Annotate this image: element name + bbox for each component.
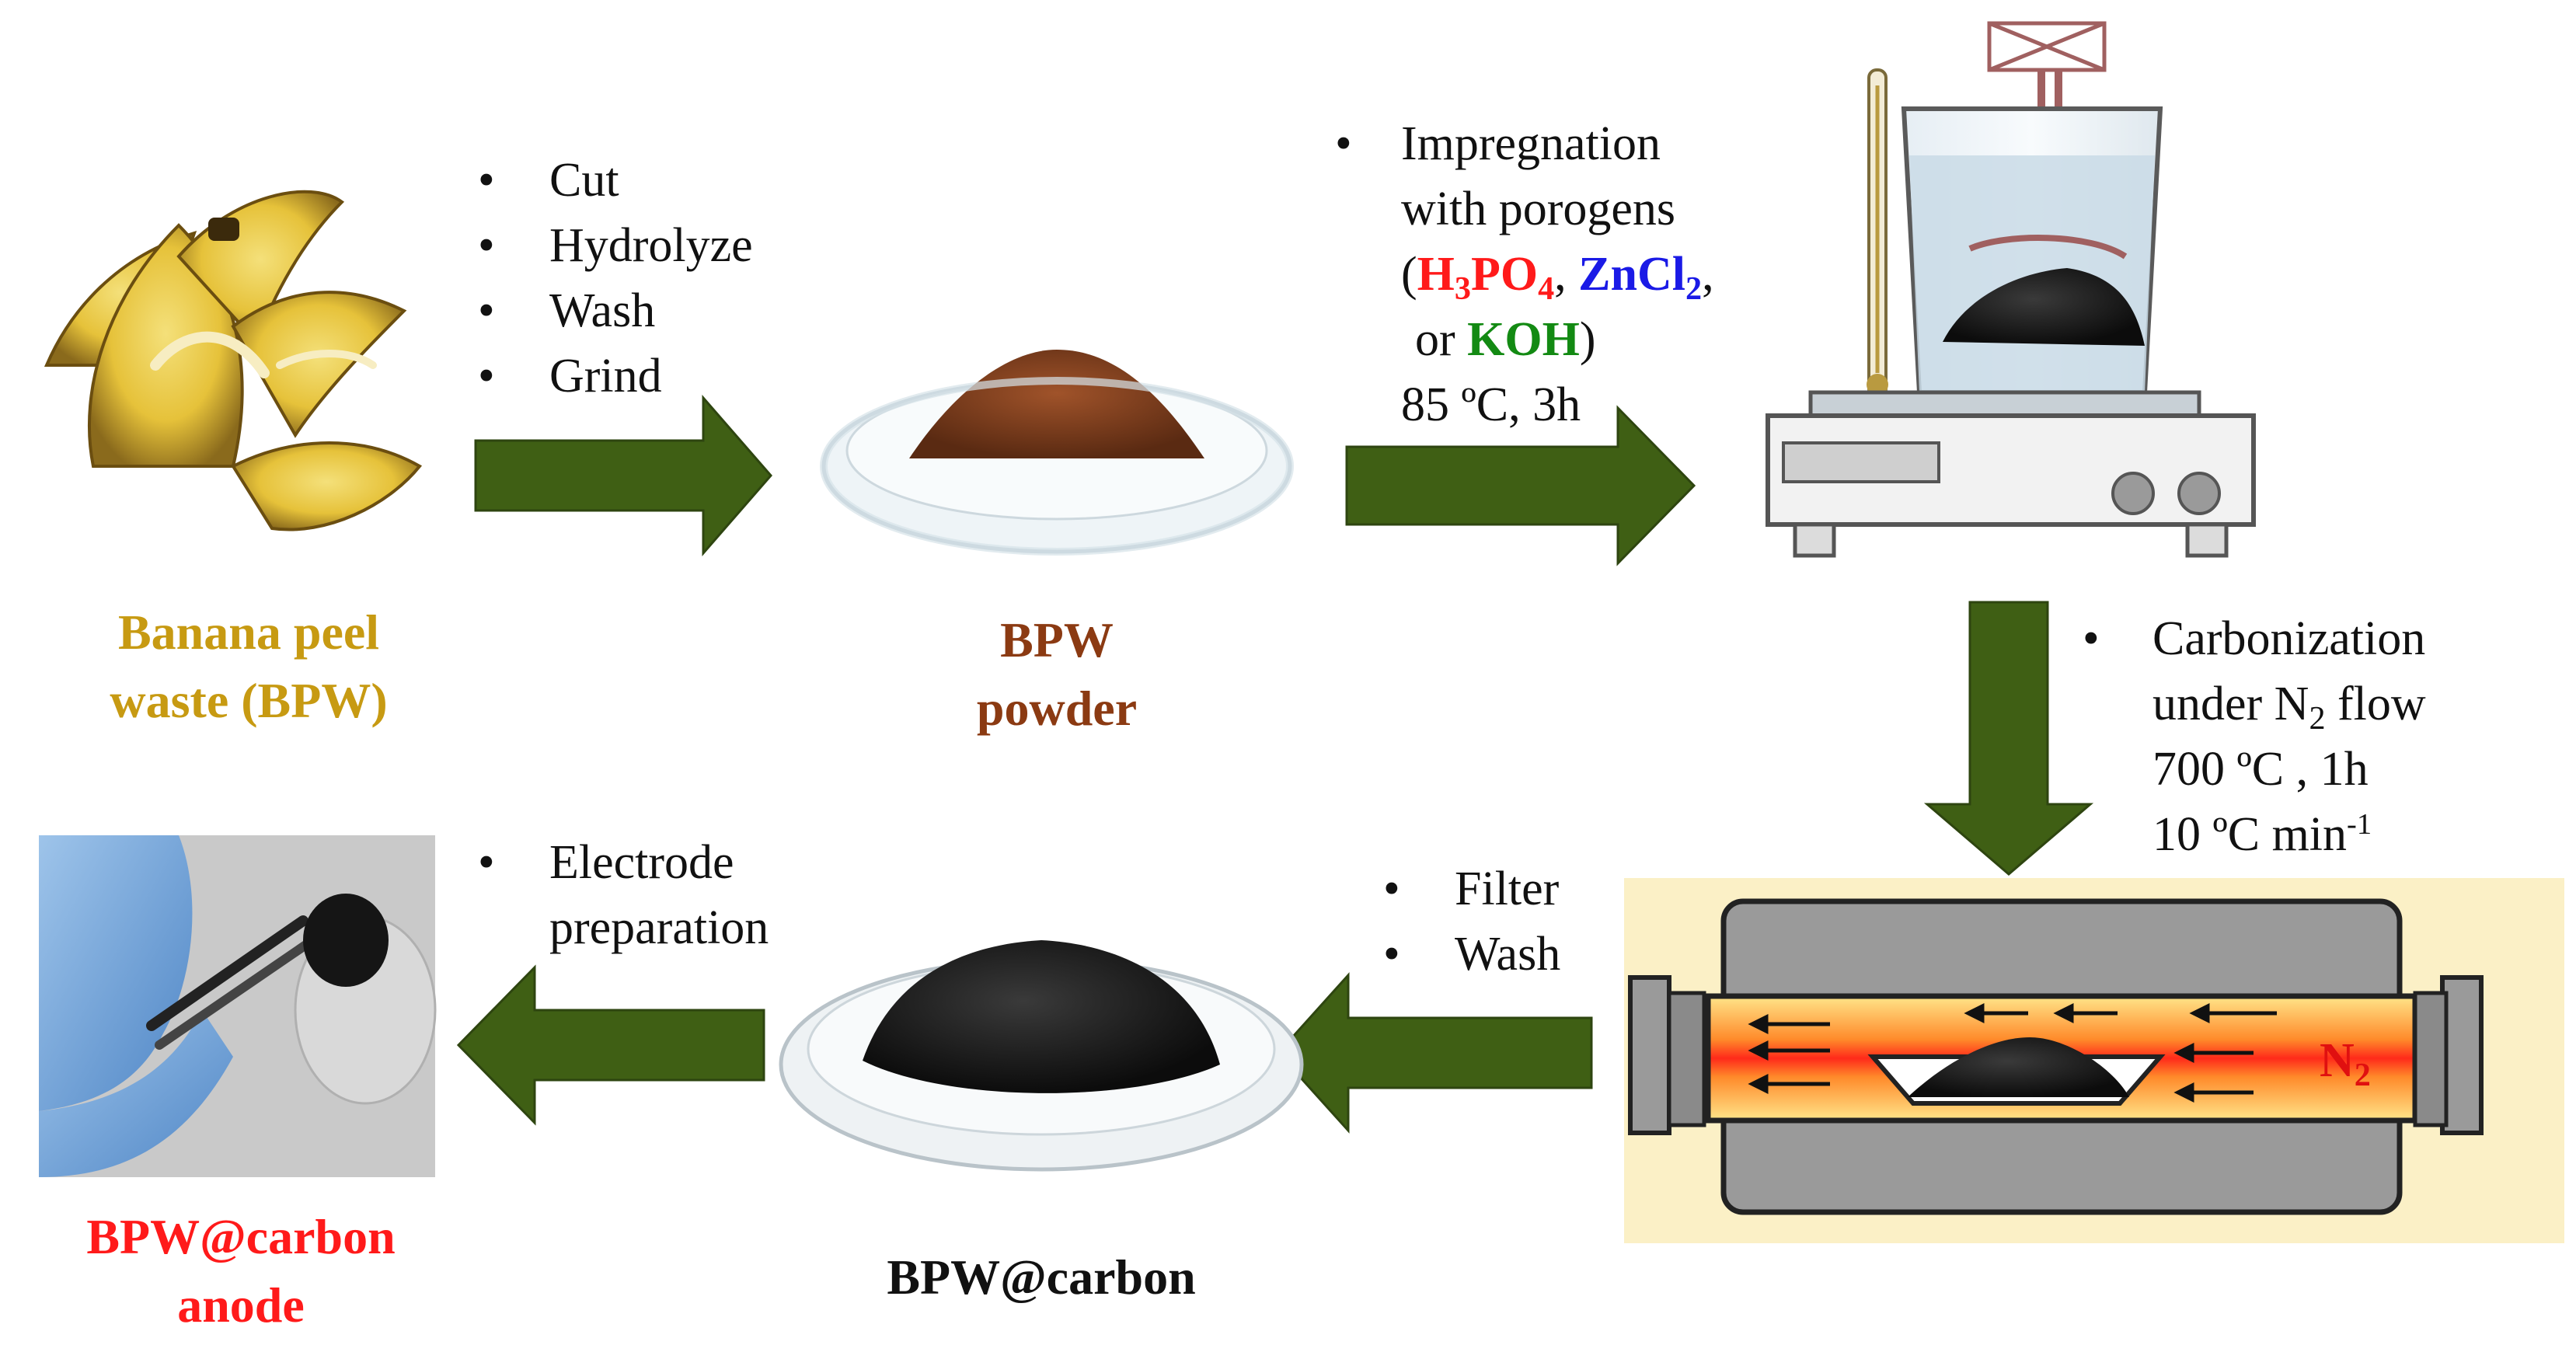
h3po4-label: H3PO4: [1417, 248, 1555, 307]
banana-peel-image: [44, 190, 423, 531]
step1-bullet-cut: Cut: [478, 148, 753, 213]
bpw-carbon-dish-image: [779, 940, 1304, 1172]
step2-porogens: (H3PO4, ZnCl2,: [1401, 248, 1714, 307]
step5-line2: preparation: [549, 901, 769, 954]
step2-line1: Impregnation: [1401, 117, 1661, 170]
zncl2-label: ZnCl2: [1578, 248, 1703, 307]
step3-line3: 700 ºC , 1h: [2152, 743, 2369, 796]
step1-bullet-hydrolyze: Hydrolyze: [478, 213, 753, 278]
step3-text: • Carbonization under N2 flow 700 ºC , 1…: [2083, 606, 2426, 867]
beaker-hotplate-image: [1766, 21, 2256, 558]
step5-line1: Electrode: [549, 836, 734, 889]
caption-bpw-carbon: BPW@carbon: [887, 1249, 1196, 1305]
koh-label: KOH: [1467, 313, 1580, 366]
step4-bullet-filter: Filter: [1383, 856, 1560, 922]
caption-bpw-powder: BPW powder: [976, 612, 1138, 736]
step1-bullets: Cut Hydrolyze Wash Grind: [478, 148, 753, 409]
step2-text: • Impregnation with porogens (H3PO4, ZnC…: [1335, 111, 1714, 437]
bpw-powder-dish-image: [820, 350, 1294, 556]
step2-koh-line: or KOH): [1415, 313, 1596, 366]
caption-bpw-carbon-anode: BPW@carbon anode: [86, 1209, 396, 1333]
arrow-peel-to-powder: [474, 394, 772, 557]
step5-text: • Electrode preparation: [478, 830, 769, 960]
step4-bullet-wash: Wash: [1383, 922, 1560, 987]
furnace-n2-label: N2: [2320, 1034, 2371, 1093]
arrow-down-to-furnace: [1923, 601, 2094, 876]
step3-line1: Carbonization: [2152, 612, 2426, 665]
step1-bullet-grind: Grind: [478, 343, 753, 409]
step1-bullet-wash: Wash: [478, 278, 753, 343]
step3-line4: 10 ºC min-1: [2152, 807, 2372, 861]
arrow-powder-to-impregnation: [1345, 405, 1696, 566]
arrow-furnace-to-carbon: [1276, 972, 1593, 1134]
caption-banana-peel-waste: Banana peel waste (BPW): [110, 605, 388, 728]
step2-conditions: 85 ºC, 3h: [1401, 378, 1581, 431]
electrode-photo-image: [39, 835, 437, 1177]
arrow-carbon-to-anode: [456, 964, 765, 1126]
step3-line2: under N2 flow: [2152, 678, 2426, 737]
tube-furnace-image: [1624, 878, 2564, 1243]
step2-line2: with porogens: [1401, 183, 1676, 235]
step4-bullets: Filter Wash: [1383, 856, 1560, 987]
